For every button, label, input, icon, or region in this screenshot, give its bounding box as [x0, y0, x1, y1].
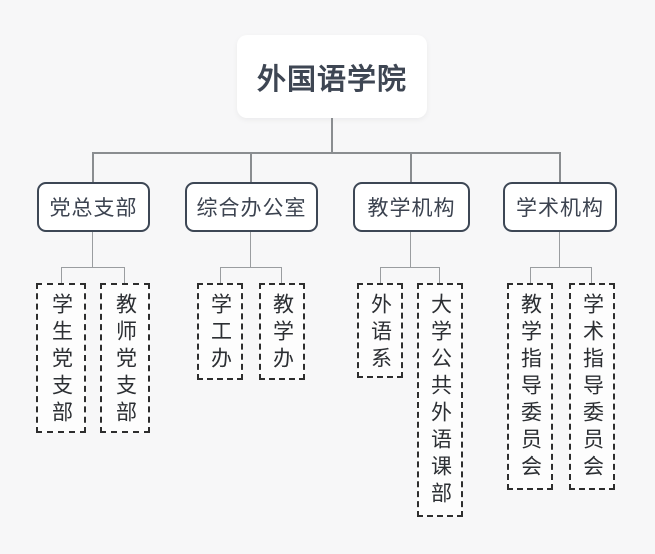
- org-node-root-label: 外国语学院: [256, 63, 407, 96]
- connector-teaching-stem: [410, 232, 411, 268]
- org-node-general-office-label: 综合办公室: [196, 197, 307, 220]
- org-node-college-public-foreign-language-dept-label: 大学公共外语课部: [428, 293, 452, 509]
- connector-academic-drop-right: [591, 267, 592, 283]
- connector-office-bus: [220, 267, 282, 268]
- org-node-party-branch-label: 党总支部: [49, 197, 138, 220]
- connector-drop-office: [250, 152, 252, 182]
- connector-teaching-drop-left: [380, 267, 381, 283]
- org-node-foreign-language-dept-label: 外语系: [368, 293, 392, 374]
- org-node-academic-steering-committee-label: 学术指导委员会: [580, 293, 604, 482]
- connector-teaching-bus: [380, 267, 440, 268]
- org-node-student-affairs-office: 学工办: [197, 283, 243, 380]
- connector-drop-academic: [559, 152, 561, 182]
- org-node-root: 外国语学院: [237, 35, 427, 118]
- org-node-teaching-org: 教学机构: [353, 182, 470, 232]
- connector-academic-drop-left: [530, 267, 531, 283]
- connector-office-drop-right: [281, 267, 282, 283]
- org-node-teaching-office-label: 教学办: [270, 293, 294, 374]
- connector-party-bus: [61, 267, 125, 268]
- connector-party-stem: [92, 232, 93, 268]
- org-node-academic-org-label: 学术机构: [516, 197, 604, 220]
- connector-teaching-drop-right: [439, 267, 440, 283]
- org-node-general-office: 综合办公室: [185, 182, 318, 232]
- org-node-teaching-steering-committee: 教学指导委员会: [507, 283, 553, 490]
- org-node-teaching-office: 教学办: [259, 283, 305, 380]
- connector-party-drop-left: [61, 267, 62, 283]
- connector-drop-party: [92, 152, 94, 182]
- org-node-teaching-org-label: 教学机构: [367, 197, 456, 220]
- org-node-party-branch: 党总支部: [37, 182, 150, 232]
- org-node-academic-steering-committee: 学术指导委员会: [569, 283, 615, 490]
- connector-root-trunk: [331, 118, 333, 154]
- org-node-foreign-language-dept: 外语系: [357, 283, 403, 378]
- org-node-academic-org: 学术机构: [503, 182, 617, 232]
- org-node-teacher-party-branch-label: 教师党支部: [113, 293, 137, 428]
- connector-office-stem: [250, 232, 251, 268]
- connector-academic-stem: [559, 232, 560, 268]
- org-node-student-party-branch-label: 学生党支部: [49, 293, 73, 428]
- connector-party-drop-right: [124, 267, 125, 283]
- org-node-teaching-steering-committee-label: 教学指导委员会: [518, 293, 542, 482]
- org-node-teacher-party-branch: 教师党支部: [100, 283, 150, 433]
- connector-academic-bus: [530, 267, 592, 268]
- connector-drop-teaching: [410, 152, 412, 182]
- org-node-college-public-foreign-language-dept: 大学公共外语课部: [417, 283, 463, 517]
- connector-level1-bus: [92, 152, 561, 154]
- connector-office-drop-left: [220, 267, 221, 283]
- org-node-student-affairs-office-label: 学工办: [208, 293, 232, 374]
- org-node-student-party-branch: 学生党支部: [36, 283, 86, 433]
